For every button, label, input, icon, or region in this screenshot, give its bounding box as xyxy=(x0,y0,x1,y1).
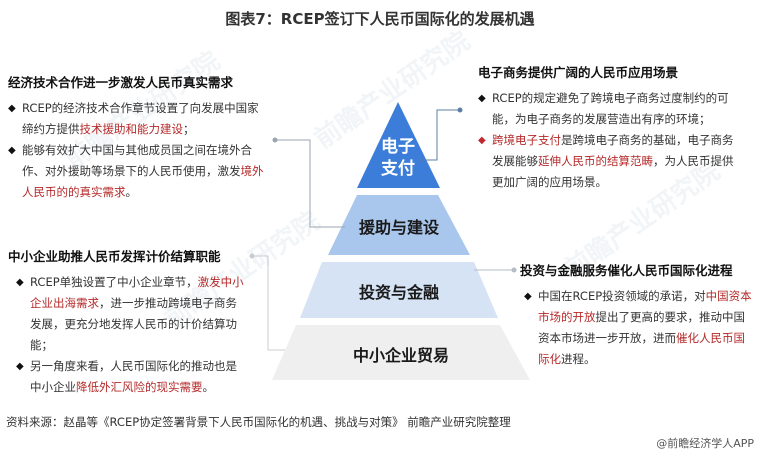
credit-label: @前瞻经济学人APP xyxy=(656,437,754,450)
econ-tech-block: 经济技术合作进一步激发人民币真实需求 ◆ RCEP的经济技术合作章节设置了向发展… xyxy=(8,74,266,203)
diamond-bullet-icon: ◆ xyxy=(8,103,16,114)
diamond-bullet-icon: ◆ xyxy=(478,93,486,104)
highlight-text: 技术援助和能力建设 xyxy=(79,122,184,136)
diamond-bullet-icon: ◆ xyxy=(478,135,486,146)
bullet-item: ◆ RCEP的经济技术合作章节设置了向发展中国家缔约方提供技术援助和能力建设； xyxy=(8,98,266,140)
pyramid-tier-4 xyxy=(272,325,530,380)
sme-block: 中小企业助推人民币发挥计价结算职能 ◆ RCEP单独设置了中小企业章节，激发中小… xyxy=(8,248,246,398)
ecommerce-block: 电子商务提供广阔的人民币应用场景 ◆ RCEP的规定避免了跨境电子商务过度制约的… xyxy=(478,64,740,193)
bullet-item: ◆ 能够有效扩大中国与其他成员国之间在境外合作、对外援助等场景下的人民币使用，激… xyxy=(8,140,266,203)
econ-tech-heading: 经济技术合作进一步激发人民币真实需求 xyxy=(8,75,234,90)
highlight-text: 境外人民币的的真实需求 xyxy=(22,164,264,199)
pyramid-tier-2 xyxy=(328,195,470,255)
tier-4-label: 中小企业贸易 xyxy=(352,346,449,365)
bullet-item: ◆ 跨境电子支付是跨境电子商务的基础，电子商务发展能够延伸人民币的结算范畴，为人… xyxy=(478,130,740,193)
invest-heading: 投资与金融服务催化人民币国际化进程 xyxy=(520,263,733,278)
connector-line xyxy=(252,255,285,351)
bullet-item: ◆ RCEP的规定避免了跨境电子商务过度制约的可能，为电子商务的发展营造出有序的… xyxy=(478,88,740,130)
diamond-bullet-icon: ◆ xyxy=(8,145,16,156)
tier-3-label: 投资与金融 xyxy=(358,283,439,302)
invest-block: 投资与金融服务催化人民币国际化进程 ◆ 中国在RCEP投资领域的承诺，对中国资本… xyxy=(520,262,756,370)
connector-dot xyxy=(249,253,255,259)
connector-dot xyxy=(511,267,517,273)
bullet-item: ◆ 中国在RCEP投资领域的承诺，对中国资本市场的开放提出了更高的要求，推动中国… xyxy=(524,286,756,370)
connector-dot xyxy=(272,137,278,143)
tier-1-label: 电子 支付 xyxy=(368,136,428,180)
pyramid-tier-1 xyxy=(357,102,440,188)
pyramid-tier-3 xyxy=(300,262,498,318)
diamond-bullet-icon: ◆ xyxy=(524,291,532,302)
highlight-text: 催化人民币国际化 xyxy=(538,331,745,366)
diamond-bullet-icon: ◆ xyxy=(16,361,24,372)
connector-line xyxy=(275,139,345,228)
highlight-text: 中国资本市场的开放 xyxy=(538,289,752,324)
ecommerce-heading: 电子商务提供广阔的人民币应用场景 xyxy=(478,65,679,80)
highlight-text: 跨境电子支付 xyxy=(492,133,561,147)
tier-1-label-line1: 电子 xyxy=(381,137,415,157)
highlight-text: 激发中小企业出海需求 xyxy=(30,275,244,310)
chart-title: 图表7：RCEP签订下人民币国际化的发展机遇 xyxy=(225,10,535,28)
highlight-text: 延伸人民币的结算范畴 xyxy=(538,154,653,168)
sme-heading: 中小企业助推人民币发挥计价结算职能 xyxy=(8,249,221,264)
source-note: 资料来源：赵晶等《RCEP协定签署背景下人民币国际化的机遇、挑战与对策》 前瞻产… xyxy=(6,415,511,429)
highlight-text: 降低外汇风险的现实需要 xyxy=(76,380,203,394)
diamond-bullet-icon: ◆ xyxy=(16,277,24,288)
tier-1-label-line2: 支付 xyxy=(381,159,415,179)
connector-dot xyxy=(457,107,463,113)
connector-line xyxy=(420,109,460,161)
tier-2-label: 援助与建设 xyxy=(358,218,439,237)
bullet-item: ◆ 另一角度来看，人民币国际化的推动也是中小企业降低外汇风险的现实需要。 xyxy=(16,356,246,398)
bullet-item: ◆ RCEP单独设置了中小企业章节，激发中小企业出海需求，进一步推动跨境电子商务… xyxy=(16,272,246,356)
